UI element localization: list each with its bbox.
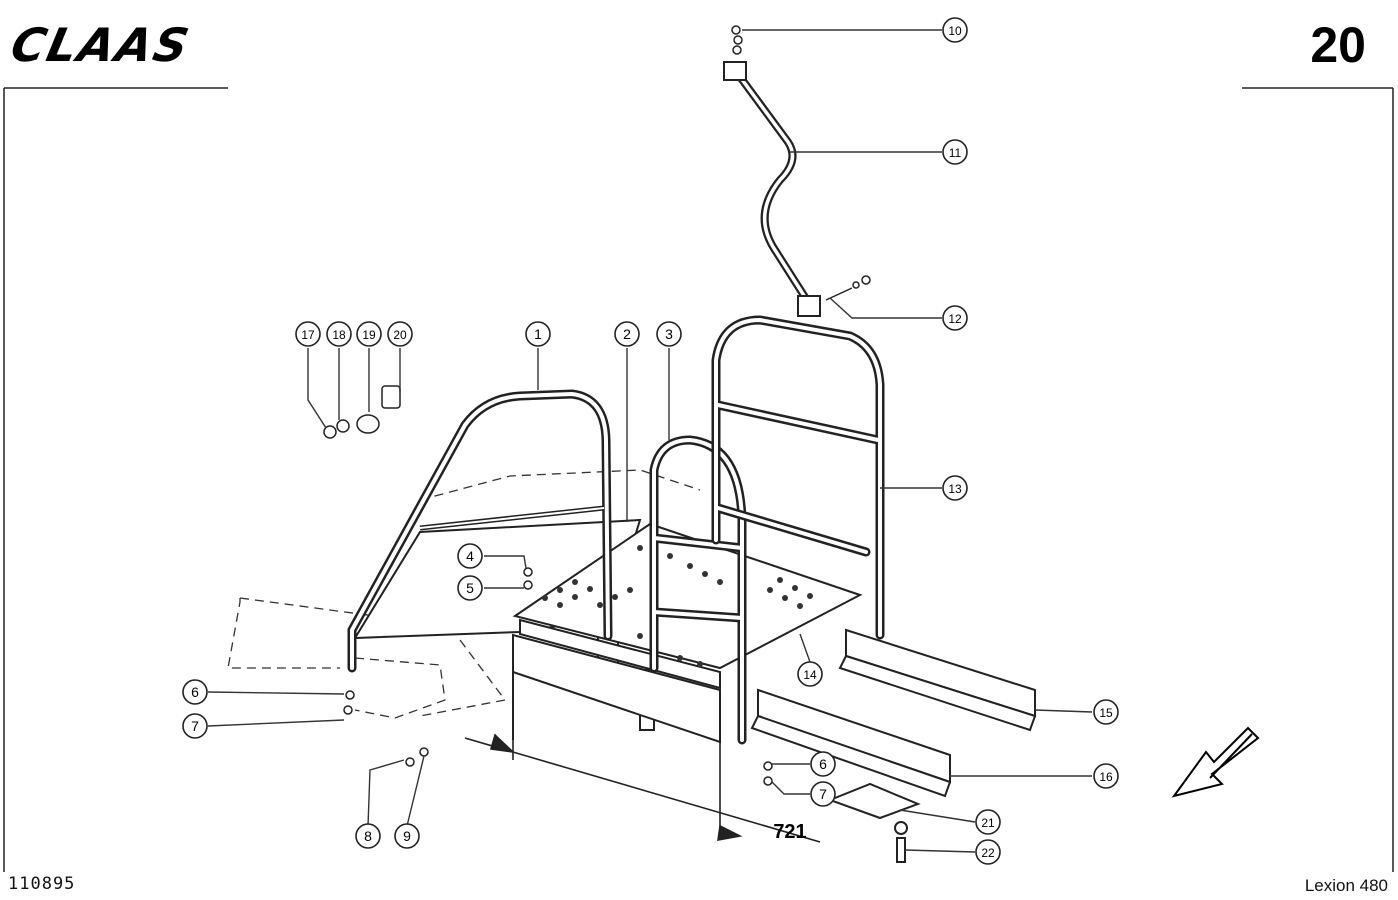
callout-number: 9 [403, 828, 411, 844]
callout-10: 10 [942, 17, 968, 43]
callout-17: 17 [295, 321, 321, 347]
callout-7: 7 [182, 713, 208, 739]
callout-number: 19 [362, 328, 376, 342]
callout-number: 10 [948, 24, 962, 38]
rail-15 [838, 628, 1037, 732]
callout-2: 2 [614, 321, 640, 347]
callout-20: 20 [387, 321, 413, 347]
dimension-value: 721 [773, 821, 806, 843]
callout-number: 13 [948, 482, 962, 496]
bracket-21 [827, 782, 921, 820]
callout-number: 12 [948, 312, 962, 326]
callout-number: 7 [191, 718, 199, 734]
callout-11: 11 [942, 139, 968, 165]
callout-number: 3 [665, 326, 673, 342]
callout-number: 16 [1099, 770, 1113, 784]
callout-15: 15 [1093, 699, 1119, 725]
callout-number: 15 [1099, 706, 1113, 720]
support-strut [731, 66, 814, 309]
callout-3: 3 [656, 321, 682, 347]
leader-lines [207, 29, 1093, 853]
callout-number: 22 [981, 846, 995, 860]
callout-number: 17 [301, 328, 315, 342]
callout-number: 6 [819, 756, 827, 772]
callout-19: 19 [356, 321, 382, 347]
callout-number: 8 [364, 828, 372, 844]
callout-number: 7 [819, 786, 827, 802]
callout-1: 1 [525, 321, 551, 347]
document-id: 110895 [8, 874, 76, 894]
callout-5: 5 [457, 575, 483, 601]
model-name: Lexion 480 [1304, 876, 1388, 895]
bolt-22 [894, 821, 908, 863]
page-number: 20 [1310, 17, 1366, 73]
callout-number: 11 [949, 146, 962, 160]
callout-number: 20 [393, 328, 407, 342]
rail-16 [750, 688, 952, 798]
callout-number: 4 [466, 548, 474, 564]
callout-22: 22 [975, 839, 1001, 865]
callout-6-b: 6 [810, 751, 836, 777]
callout-number: 21 [981, 816, 995, 830]
callout-number: 1 [534, 326, 542, 342]
callout-number: 2 [623, 326, 631, 342]
callout-21: 21 [975, 809, 1001, 835]
callout-16: 16 [1093, 763, 1119, 789]
callout-4: 4 [457, 543, 483, 569]
callout-number: 14 [803, 668, 817, 682]
callout-12: 12 [942, 305, 968, 331]
callout-6: 6 [182, 679, 208, 705]
callout-number: 18 [332, 328, 346, 342]
base-frame [512, 633, 721, 744]
hardware [323, 25, 871, 786]
callout-13: 13 [942, 475, 968, 501]
direction-arrow-icon [1171, 726, 1260, 798]
callout-18: 18 [326, 321, 352, 347]
callout-number: 6 [191, 684, 199, 700]
callout-8: 8 [355, 823, 381, 849]
callout-7-b: 7 [810, 781, 836, 807]
callout-9: 9 [394, 823, 420, 849]
dimension-line [464, 733, 821, 843]
callout-number: 5 [466, 580, 474, 596]
callout-14: 14 [797, 661, 823, 687]
page-border [3, 87, 1394, 872]
